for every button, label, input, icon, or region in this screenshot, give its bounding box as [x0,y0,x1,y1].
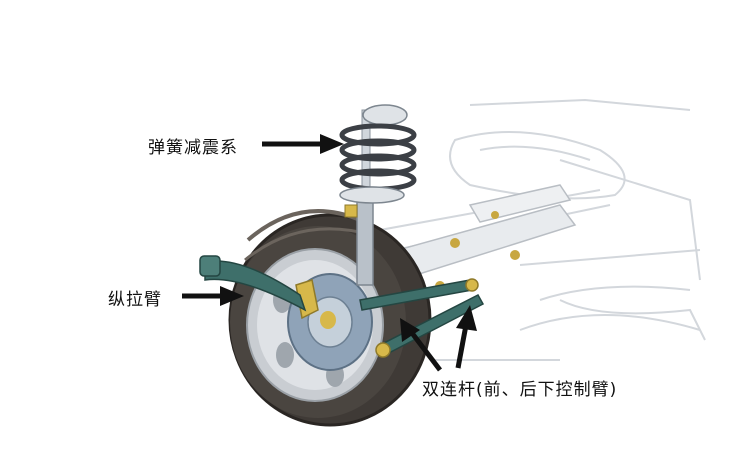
label-trailing-arm: 纵拉臂 [108,290,162,310]
arrow-links-right [455,305,477,369]
label-twin-links: 双连杆(前、后下控制臂) [422,380,618,400]
arrow-trailing-arm [182,286,244,306]
arrow-links-left [400,318,442,372]
arrow-spring [262,134,344,154]
label-spring-damper: 弹簧减震系 [148,138,238,158]
twin-links [359,278,485,358]
trailing-arm [199,255,307,312]
strut-spring [339,104,417,286]
